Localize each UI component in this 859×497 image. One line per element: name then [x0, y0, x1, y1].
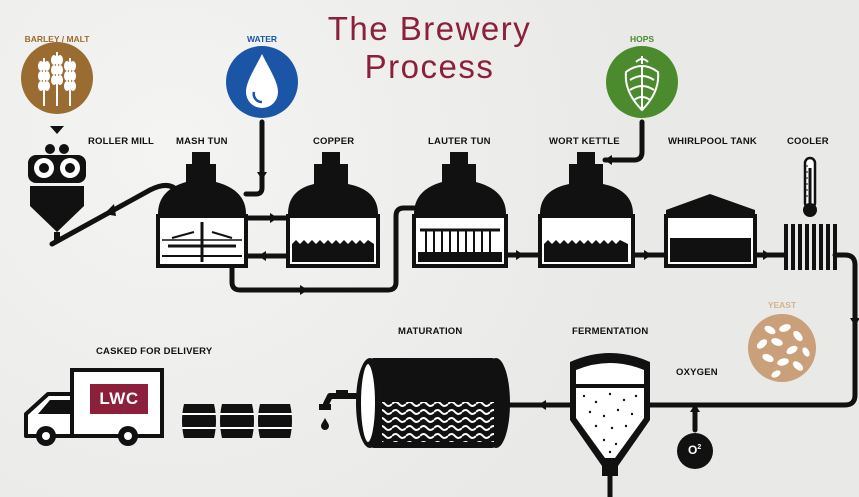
copper-vessel [286, 152, 380, 268]
arrow-oxygen [690, 404, 700, 412]
arrow-whirlpool-cooler [763, 250, 771, 260]
cooler [784, 156, 837, 270]
mill-hopper-arrow [50, 126, 64, 134]
lauter-tun [412, 152, 508, 268]
arrow-lauter-kettle [516, 250, 524, 260]
arrow-to-mash [258, 251, 266, 261]
thermometer-icon [803, 156, 817, 217]
title-line-2: Process [364, 48, 495, 85]
wort-kettle-label: WORT KETTLE [549, 136, 620, 147]
arrow-to-lauter-bottom [300, 285, 308, 295]
casks [182, 404, 292, 438]
cask-1 [182, 404, 216, 438]
maturation-tank [319, 358, 510, 448]
yeast-label: YEAST [767, 300, 797, 310]
mash-tun [156, 152, 248, 268]
roller-mill-label: ROLLER MILL [88, 136, 155, 147]
barley-label: BARLEY / MALT [24, 34, 90, 44]
barley-badge [21, 42, 93, 114]
whirlpool-tank-label: WHIRLPOOL TANK [668, 136, 757, 147]
oxygen-node [677, 433, 713, 469]
pipe-water [243, 119, 265, 197]
tap-icon [319, 390, 348, 430]
hops-label: HOPS [629, 34, 655, 44]
oxygen-letter: O [688, 443, 698, 457]
delivery-truck [24, 368, 164, 446]
arrow-mill [104, 204, 116, 216]
diagram-title: The Brewery Process [0, 10, 859, 86]
maturation-label: MATURATION [398, 326, 463, 337]
whirlpool-tank [664, 194, 757, 268]
oxygen-label: OXYGEN [676, 367, 718, 378]
fermentation-label: FERMENTATION [572, 326, 649, 337]
arrow-to-copper [270, 213, 278, 223]
flow-arrows [104, 155, 859, 412]
arrow-cooler-down [850, 318, 859, 326]
yeast-icon [756, 324, 810, 378]
lauter-tun-label: LAUTER TUN [428, 136, 491, 147]
roller-mill [28, 126, 86, 240]
arrow-to-fermenter [538, 400, 546, 410]
title-line-1: The Brewery [327, 10, 532, 47]
water-badge [226, 46, 298, 118]
wort-kettle [538, 152, 635, 268]
truck-logo: LWC [99, 389, 139, 408]
wheat-icon [38, 52, 76, 106]
fermentation-vessel [570, 353, 650, 476]
arrow-kettle-whirlpool [644, 250, 652, 260]
oxygen-sub: 2 [697, 444, 702, 451]
casked-label: CASKED FOR DELIVERY [96, 346, 213, 357]
arrow-hops [604, 155, 612, 165]
mash-tun-label: MASH TUN [176, 136, 228, 147]
oxygen-symbol: O2 [688, 443, 701, 457]
hops-badge [606, 46, 678, 118]
arrow-water [257, 172, 267, 180]
pipe-mash-to-lauter [229, 205, 417, 293]
hop-cone-icon [624, 56, 660, 112]
yeast-badge [748, 314, 816, 382]
copper-label: COPPER [313, 136, 355, 147]
pipe-hops [602, 119, 645, 163]
cooler-label: COOLER [787, 136, 829, 147]
cask-2 [220, 404, 254, 438]
pipe-cooler-return [497, 252, 858, 408]
cask-3 [258, 404, 292, 438]
water-label: WATER [246, 34, 278, 44]
